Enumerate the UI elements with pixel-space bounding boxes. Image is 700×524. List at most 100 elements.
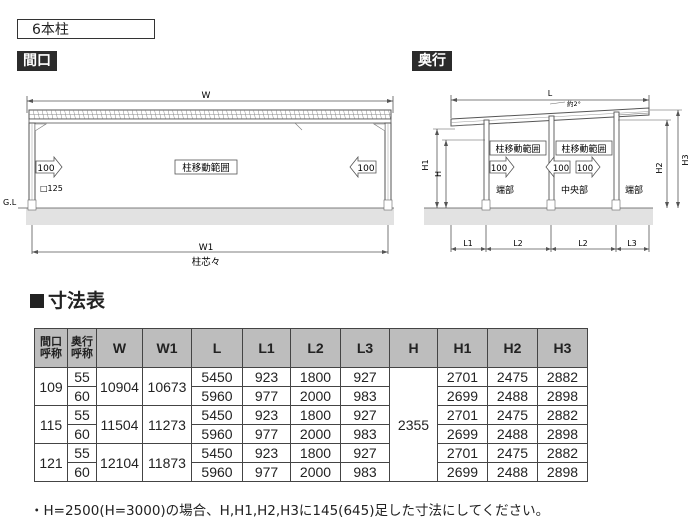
side-arrow-mid-value: 100: [553, 164, 569, 174]
side-move-range-label-1: 柱移動範囲: [495, 143, 540, 155]
table-header-row: 間口呼称 奥行呼称 W W1 L L1 L2 L3 H H1 H2 H3: [34, 328, 588, 368]
side-move-range-label-2: 柱移動範囲: [561, 143, 606, 155]
front-arrow-right-value: 100: [357, 164, 374, 174]
w-label: W: [202, 91, 211, 101]
cell-l3: 983: [340, 386, 390, 406]
cell-depth: 60: [67, 462, 97, 482]
section-title: 寸法表: [30, 286, 105, 313]
cell-l3: 927: [340, 367, 390, 387]
pillar-count-label: 6本柱: [17, 19, 155, 39]
cell-depth: 60: [67, 386, 97, 406]
h-label: H: [434, 171, 443, 177]
post-size-label: □125: [40, 184, 63, 193]
cell-h1: 2701: [437, 367, 488, 387]
cell-h3: 2882: [537, 367, 588, 387]
l-label: L: [548, 89, 553, 98]
cell-h2: 2475: [487, 405, 538, 425]
l2-label-2: L2: [578, 239, 588, 248]
cell-h1: 2699: [437, 462, 488, 482]
header-w: W: [96, 328, 143, 368]
cell-depth: 60: [67, 424, 97, 444]
cell-w1: 11273: [142, 405, 192, 444]
w1-caption: 柱芯々: [192, 256, 221, 268]
cell-l2: 2000: [290, 424, 341, 444]
cell-l2: 1800: [290, 367, 341, 387]
depth-tag: 奥行: [412, 51, 452, 71]
header-h1: H1: [437, 328, 488, 368]
cell-w: 10904: [96, 367, 143, 406]
cell-l1: 977: [242, 462, 291, 482]
cell-h2: 2488: [487, 386, 538, 406]
footnote: ・H=2500(H=3000)の場合、H,H1,H2,H3に145(645)足し…: [30, 503, 550, 519]
cell-l3: 983: [340, 424, 390, 444]
cell-h: 2355: [389, 367, 438, 482]
cell-frontage: 121: [34, 443, 68, 482]
cell-l: 5450: [191, 443, 243, 463]
cell-h2: 2475: [487, 443, 538, 463]
cell-frontage: 115: [34, 405, 68, 444]
header-h3: H3: [537, 328, 588, 368]
section-title-text: 寸法表: [48, 290, 106, 312]
h2-label: H2: [655, 162, 664, 173]
cell-l1: 923: [242, 405, 291, 425]
cell-depth: 55: [67, 443, 97, 463]
square-bullet-icon: [30, 294, 44, 308]
cell-l3: 927: [340, 443, 390, 463]
cell-h3: 2898: [537, 386, 588, 406]
header-depth: 奥行呼称: [67, 328, 97, 368]
cell-h2: 2475: [487, 367, 538, 387]
cell-l: 5960: [191, 424, 243, 444]
cell-l3: 983: [340, 462, 390, 482]
cell-l2: 2000: [290, 462, 341, 482]
cell-l3: 927: [340, 405, 390, 425]
cell-l: 5450: [191, 405, 243, 425]
h3-label: H3: [681, 154, 690, 165]
end-label-left: 端部: [496, 184, 514, 196]
frontage-tag: 間口: [17, 51, 57, 71]
diagrams: W G.L 柱移動範囲 100 100 □125: [3, 89, 690, 268]
cell-l2: 1800: [290, 405, 341, 425]
front-move-range-label: 柱移動範囲: [182, 162, 230, 174]
gl-label: G.L: [3, 198, 17, 207]
cell-h3: 2898: [537, 424, 588, 444]
l1-label: L1: [463, 239, 473, 248]
side-view: L 約2° H1 H H2 H3 柱移: [421, 89, 690, 252]
cell-l1: 923: [242, 443, 291, 463]
header-frontage: 間口呼称: [34, 328, 68, 368]
header-l: L: [191, 328, 243, 368]
side-arrow-right-value: 100: [577, 164, 593, 174]
front-arrow-left-value: 100: [37, 164, 54, 174]
cell-w: 11504: [96, 405, 143, 444]
header-w1: W1: [142, 328, 192, 368]
cell-h1: 2701: [437, 405, 488, 425]
cell-l: 5960: [191, 462, 243, 482]
header-h: H: [389, 328, 438, 368]
l3-label: L3: [627, 239, 637, 248]
cell-l: 5960: [191, 386, 243, 406]
cell-l2: 1800: [290, 443, 341, 463]
cell-h2: 2488: [487, 462, 538, 482]
header-l1: L1: [242, 328, 291, 368]
header-h2: H2: [487, 328, 538, 368]
cell-h3: 2882: [537, 443, 588, 463]
cell-l1: 977: [242, 386, 291, 406]
cell-w: 12104: [96, 443, 143, 482]
l2-label-1: L2: [513, 239, 523, 248]
end-label-right: 端部: [625, 184, 643, 196]
header-l3: L3: [340, 328, 390, 368]
side-arrow-left-value: 100: [491, 164, 507, 174]
center-label: 中央部: [561, 184, 588, 196]
cell-frontage: 109: [34, 367, 68, 406]
slope-label: 約2°: [567, 99, 581, 108]
cell-h3: 2882: [537, 405, 588, 425]
header-l2: L2: [290, 328, 341, 368]
cell-depth: 55: [67, 367, 97, 387]
cell-h1: 2699: [437, 386, 488, 406]
cell-depth: 55: [67, 405, 97, 425]
cell-l1: 923: [242, 367, 291, 387]
cell-l: 5450: [191, 367, 243, 387]
h1-label: H1: [421, 159, 430, 170]
